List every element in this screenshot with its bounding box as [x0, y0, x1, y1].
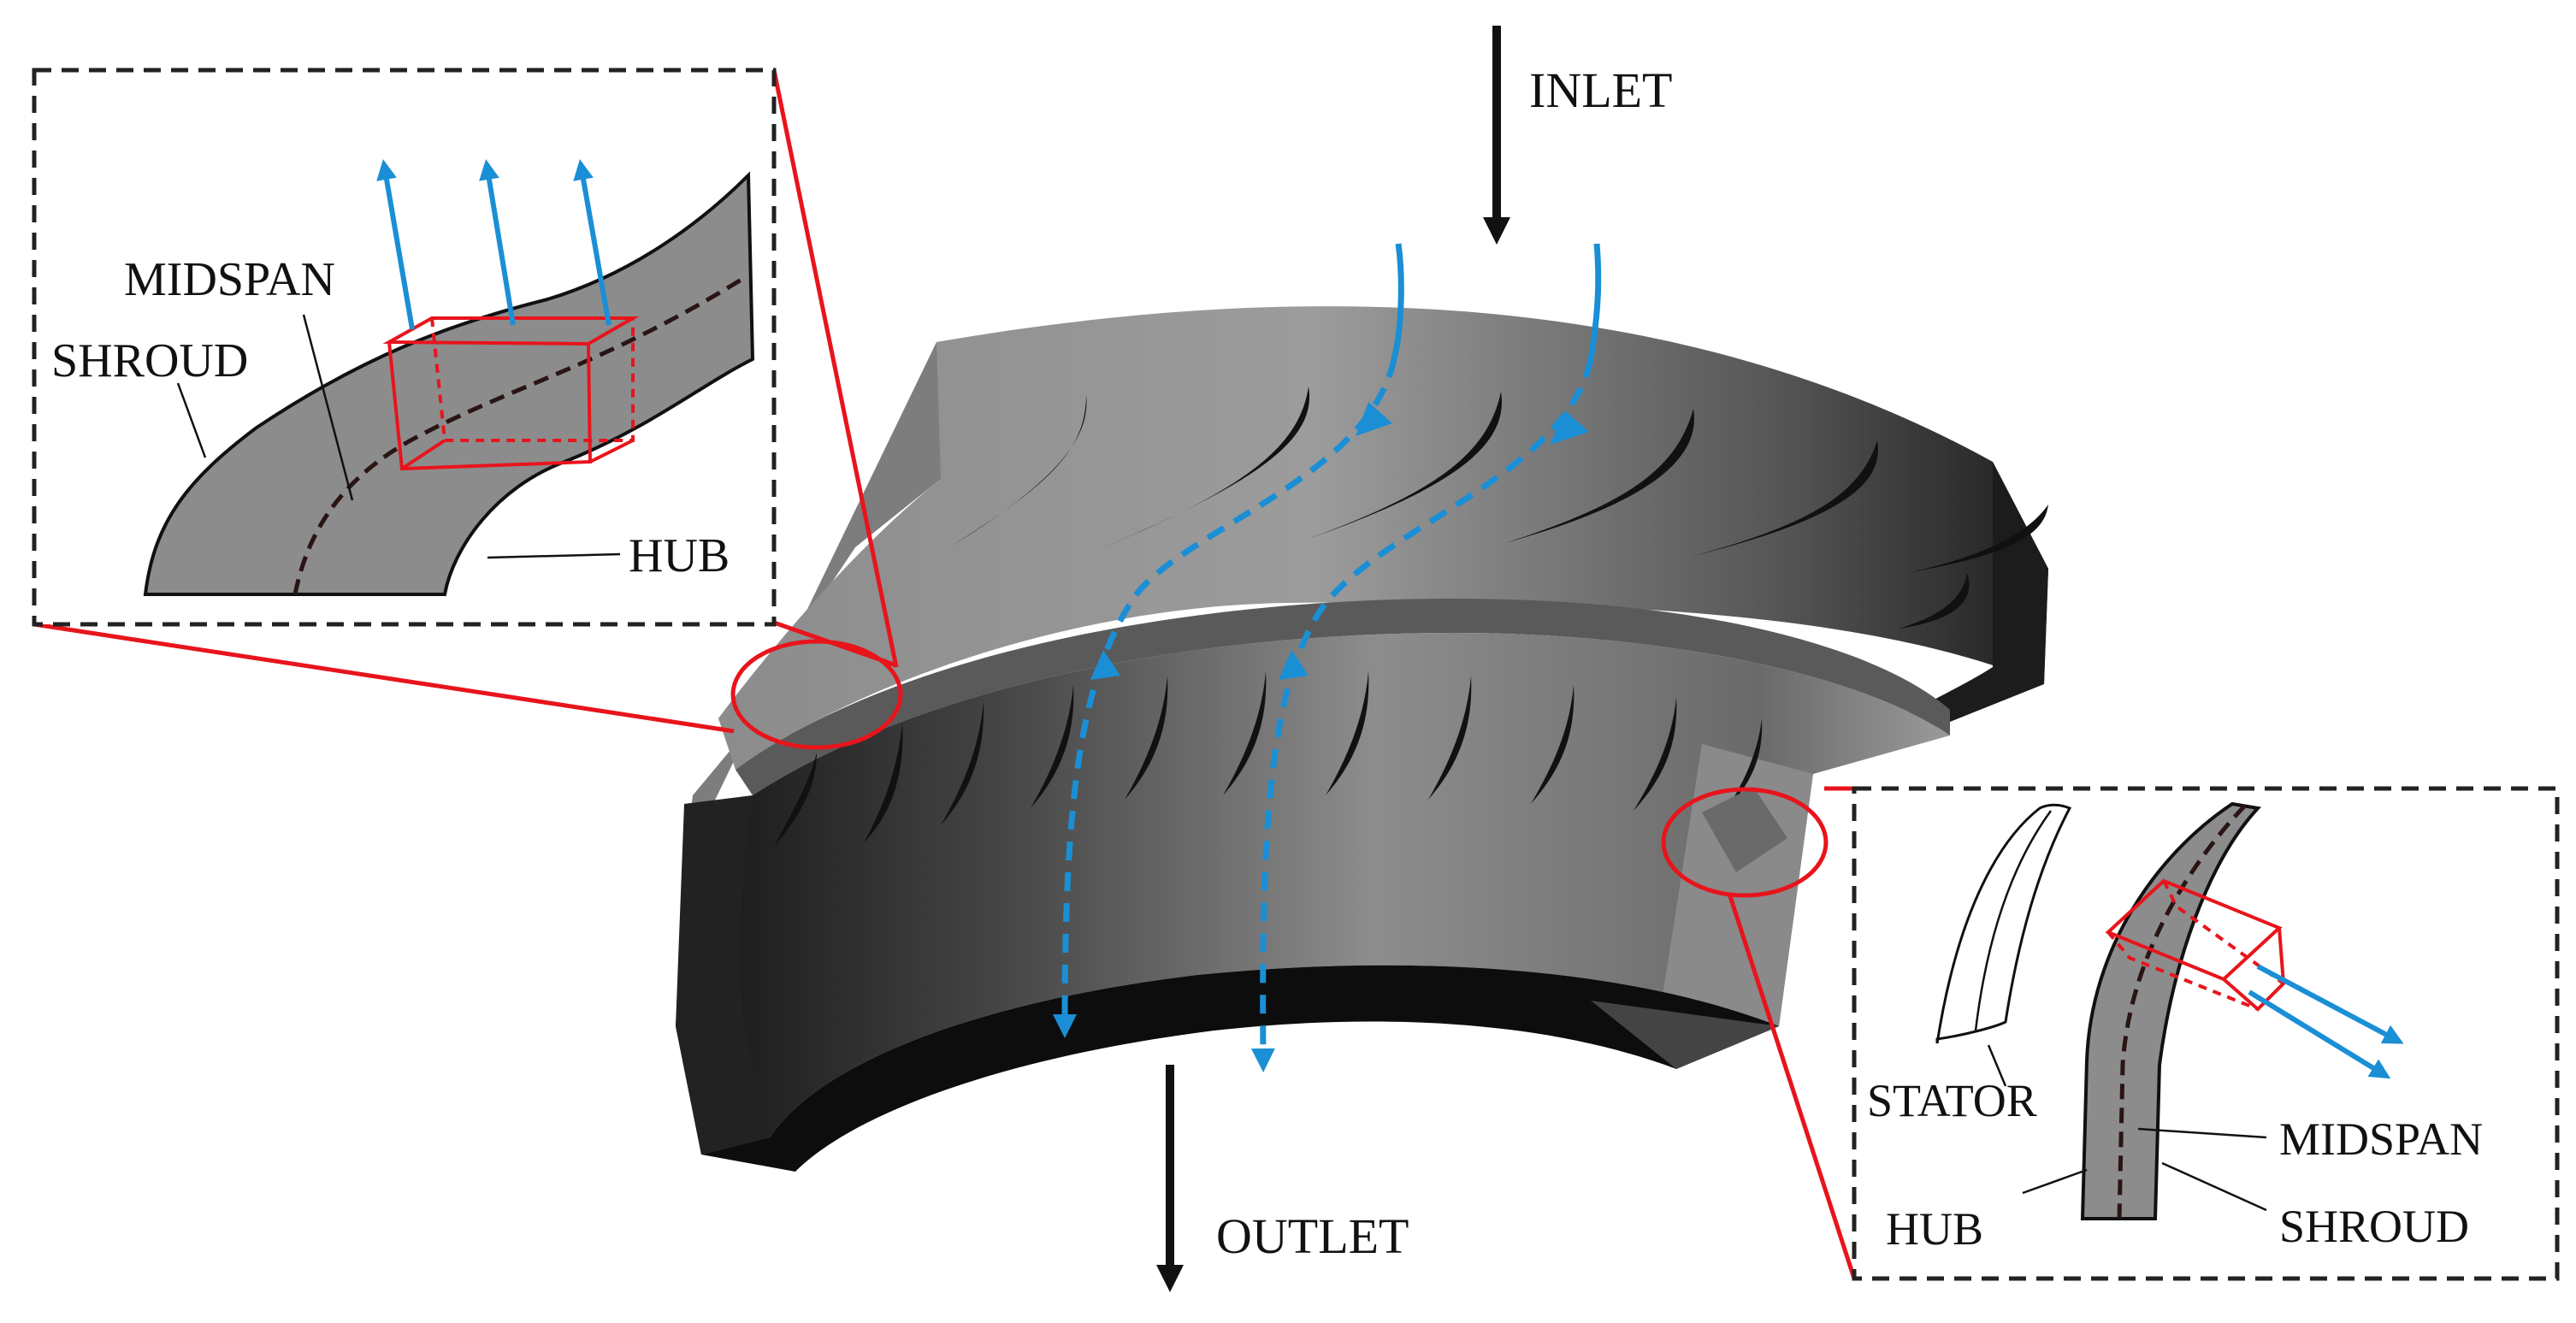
stator-blades [949, 387, 2048, 629]
right-inset-leaders [1987, 1044, 2267, 1212]
right-inset-midspan-line [2117, 804, 2247, 1220]
callout-right [1661, 786, 1857, 1279]
right-inset-stator-blade [1935, 803, 2072, 1044]
left-inset-control-volume [382, 316, 640, 471]
flow-streamlines [1053, 243, 1602, 1072]
flow-arrowheads [1090, 402, 1589, 680]
right-inset-channel [2080, 801, 2261, 1220]
right-inset-shroud-label: SHROUD [2279, 1201, 2469, 1252]
right-inset-normal-arrows [2248, 964, 2404, 1079]
left-inset-shroud-label: SHROUD [51, 334, 248, 387]
right-inset: STATOR MIDSPAN HUB SHROUD [1852, 786, 2560, 1281]
outlet-label: OUTLET [1216, 1208, 1409, 1264]
right-inset-control-volume [2105, 878, 2286, 1012]
right-inset-hub-label: HUB [1886, 1203, 1983, 1255]
left-inset-midspan-label: MIDSPAN [124, 253, 335, 306]
left-inset-hub-label: HUB [629, 529, 730, 582]
inlet-label: INLET [1529, 62, 1673, 118]
left-inset-normal-arrows [376, 159, 612, 330]
rotor-blades [774, 671, 1763, 847]
left-inset-midspan-line [292, 275, 746, 595]
callout-left [33, 69, 903, 750]
stator-blade-tip [1702, 787, 1787, 872]
left-inset: MIDSPAN SHROUD HUB [32, 68, 777, 627]
turbine-stage-body [676, 306, 2048, 1172]
right-inset-stator-label: STATOR [1867, 1075, 2037, 1126]
left-inset-leaders [176, 314, 621, 559]
right-inset-midspan-label: MIDSPAN [2279, 1113, 2483, 1165]
